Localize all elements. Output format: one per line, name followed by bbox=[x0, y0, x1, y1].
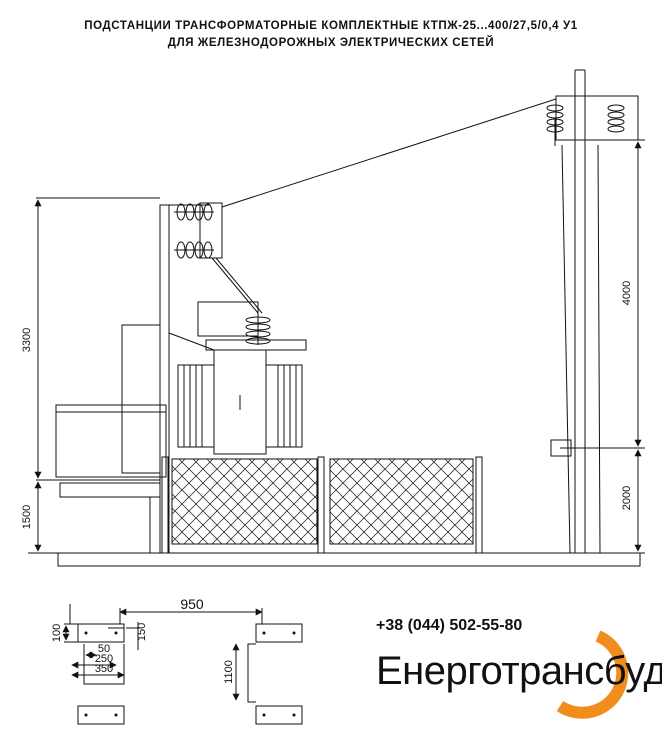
lower-insulator bbox=[174, 241, 214, 259]
left-dimension-lines bbox=[28, 197, 160, 554]
dim-2000: 2000 bbox=[621, 486, 633, 510]
foundation-plan bbox=[62, 604, 303, 725]
dim-100: 100 bbox=[51, 624, 63, 642]
company-logo-text: Енерготрансбуд bbox=[376, 649, 662, 693]
ground-base bbox=[57, 552, 641, 567]
overhead-line bbox=[221, 98, 557, 208]
dim-350: 350 bbox=[95, 663, 113, 675]
dim-250: 250 bbox=[95, 653, 113, 665]
pole-insulators bbox=[546, 104, 625, 146]
dim-1500: 1500 bbox=[21, 505, 33, 529]
dim-50: 50 bbox=[98, 643, 110, 655]
anchor-dots bbox=[84, 631, 296, 717]
portal-crossarm bbox=[199, 202, 223, 259]
support-pole bbox=[550, 69, 639, 554]
contact-phone: +38 (044) 502-55-80 bbox=[376, 617, 523, 634]
page-title-line-2: ДЛЯ ЖЕЛЕЗНОДОРОЖНЫХ ЭЛЕКТРИЧЕСКИХ СЕТЕЙ bbox=[167, 37, 495, 49]
dim-3300: 3300 bbox=[21, 328, 33, 352]
dim-950: 950 bbox=[180, 596, 204, 612]
dim-150: 150 bbox=[136, 623, 148, 641]
dim-4000: 4000 bbox=[621, 281, 633, 305]
mesh-fence bbox=[161, 456, 483, 554]
lv-cabinet bbox=[55, 324, 167, 553]
logo-arc-icon bbox=[556, 630, 629, 719]
right-dimension-lines bbox=[560, 139, 645, 554]
dim-1100: 1100 bbox=[223, 660, 235, 684]
upper-insulator bbox=[174, 203, 214, 221]
page-title-line-1: ПОДСТАНЦИИ ТРАНСФОРМАТОРНЫЕ КОМПЛЕКТНЫЕ … bbox=[84, 20, 578, 32]
transformer bbox=[177, 301, 307, 455]
